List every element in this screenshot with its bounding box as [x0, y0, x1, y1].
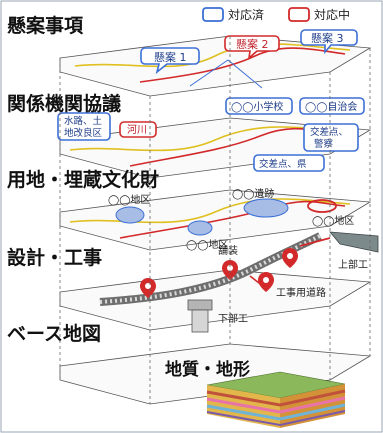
consult-neighborhood-bubble[interactable]: ◯◯自治会: [299, 97, 365, 115]
land-area-c[interactable]: [307, 199, 337, 213]
geology-stratum-1: [206, 389, 346, 407]
issue-2-label: 懸案 2: [236, 37, 269, 51]
superstructure-beam: [329, 231, 379, 253]
layer-title-construction: 設計・工事: [7, 246, 102, 269]
layer-issues: 懸案 1 懸案 2 懸案 3: [59, 29, 372, 97]
legend-resolved-label: 対応済: [228, 7, 264, 22]
land-area-site[interactable]: [243, 198, 289, 218]
pier-cap: [187, 299, 213, 311]
consult-prefecture-bubble[interactable]: 交差点、県: [253, 154, 325, 172]
consult-police-bubble[interactable]: 交差点、 警察: [303, 123, 359, 152]
legend-in-progress-swatch: [288, 7, 310, 22]
superstructure-link: [299, 237, 331, 247]
consult-neighborhood-label: ◯◯自治会: [305, 100, 357, 113]
legend: 対応済 対応中: [202, 7, 350, 22]
pier-column: [191, 309, 209, 333]
consult-water-bubble[interactable]: 水路、土 地改良区: [57, 112, 111, 141]
land-district-c-label: ◯◯地区: [312, 214, 354, 227]
construction-substructure-label: 下部工: [218, 312, 248, 325]
geology-stratum-2: [206, 396, 346, 414]
land-area-b[interactable]: [187, 220, 213, 236]
land-site-label: ◯◯遺跡: [232, 187, 274, 200]
consult-school-bubble[interactable]: ◯◯小学校: [225, 97, 293, 115]
issues-red-line: [139, 47, 346, 83]
layer-land: ◯◯地区 ◯◯遺跡 ◯◯地区 ◯◯地区: [59, 187, 372, 251]
consult-river-bubble[interactable]: 河川: [119, 121, 157, 138]
construction-superstructure-label: 上部工: [338, 258, 368, 271]
consult-water-line1: 水路、土: [64, 115, 103, 127]
construction-pavement-label: 舗装: [218, 244, 238, 257]
pin-work-road[interactable]: [258, 272, 274, 292]
layer-title-geology: 地質・地形: [165, 359, 250, 380]
land-yellow-line: [69, 198, 351, 224]
geology-stratum-3: [206, 403, 346, 421]
layer-consultation: 水路、土 地改良区 河川 ◯◯小学校 ◯◯自治会 交差点、 警察 交差点、県: [57, 97, 372, 179]
layer-title-issues: 懸案事項: [7, 14, 84, 37]
issue-3-label: 懸案 3: [311, 31, 344, 45]
layer-title-land: 用地・埋蔵文化財: [7, 168, 159, 191]
land-district-b-label: ◯◯地区: [186, 238, 228, 251]
bridge-deck: [99, 232, 322, 306]
issue-1-label: 懸案 1: [154, 50, 187, 64]
consult-prefecture-label: 交差点、県: [259, 158, 307, 170]
issue-3-bubble[interactable]: 懸案 3: [300, 29, 358, 55]
consult-water-line2: 地改良区: [64, 127, 103, 139]
issues-blue-line: [189, 59, 263, 89]
issue-1-bubble[interactable]: 懸案 1: [140, 47, 200, 75]
layer-title-consultation: 関係機関協議: [7, 92, 121, 115]
legend-resolved-swatch: [202, 7, 224, 22]
geology-block: [206, 371, 346, 428]
construction-work-road-label: 工事用道路: [276, 286, 326, 299]
consult-school-label: ◯◯小学校: [231, 100, 283, 113]
issue-2-bubble[interactable]: 懸案 2: [224, 35, 280, 61]
consult-police-line1: 交差点、: [310, 126, 348, 138]
land-area-a[interactable]: [115, 206, 145, 224]
consult-police-line2: 警察: [314, 138, 334, 150]
consult-river-label: 河川: [127, 124, 147, 136]
legend-in-progress-label: 対応中: [314, 7, 350, 22]
geology-stratum-4: [206, 410, 346, 427]
layer-title-base-map: ベース地図: [7, 322, 101, 345]
pin-west[interactable]: [140, 278, 156, 298]
pin-east[interactable]: [282, 248, 298, 268]
land-district-a-label: ◯◯地区: [108, 193, 150, 206]
